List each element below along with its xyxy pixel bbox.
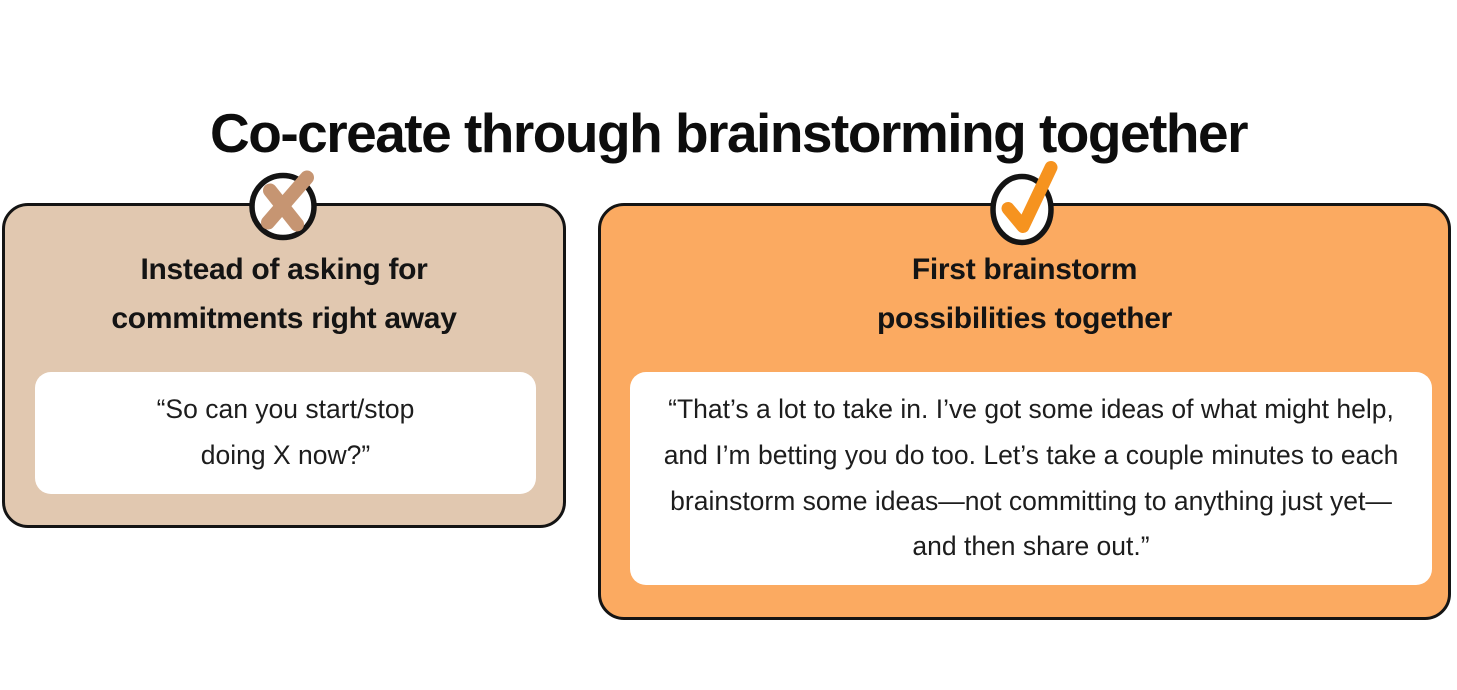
do-quote-box: “That’s a lot to take in. I’ve got some … xyxy=(630,372,1432,585)
do-quote-text: “That’s a lot to take in. I’ve got some … xyxy=(663,394,1399,562)
dont-quote-text: “So can you start/stop doing X now?” xyxy=(156,394,415,470)
page-title: Co-create through brainstorming together xyxy=(210,101,1249,164)
do-card: First brainstorm possibilities together … xyxy=(598,160,1451,620)
do-card-heading: First brainstorm possibilities together xyxy=(876,253,1173,335)
dont-card: Instead of asking for commitments right … xyxy=(2,170,566,528)
dont-card-heading: Instead of asking for commitments right … xyxy=(111,253,457,335)
dont-quote-box: “So can you start/stop doing X now?” xyxy=(35,372,536,494)
